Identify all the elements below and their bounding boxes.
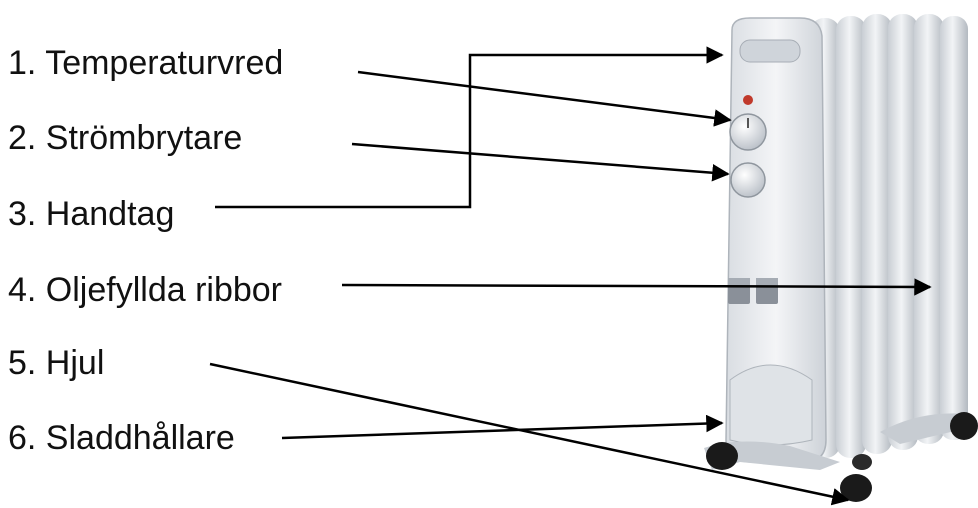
indicator-light — [743, 95, 753, 105]
base-foot — [704, 441, 840, 470]
power-switch-knob — [730, 162, 766, 198]
leader-line-sladdhallare — [281, 414, 724, 440]
leader-line-handtag — [215, 46, 724, 209]
leader-line-strombrytare — [351, 142, 730, 182]
label-oljefyllda-ribbor: 4. Oljefyllda ribbor — [8, 271, 283, 309]
wheel — [852, 454, 872, 470]
leader-line-temperaturvred — [357, 70, 732, 127]
label-sladdhallare: 6. Sladdhållare — [8, 419, 235, 457]
rib — [862, 14, 892, 454]
leader-line-hjul — [209, 362, 850, 506]
vents — [728, 278, 778, 304]
wheel — [950, 412, 978, 440]
label-strombrytare: 2. Strömbrytare — [8, 119, 243, 157]
label-temperaturvred: 1. Temperaturvred — [8, 44, 284, 82]
rib — [836, 16, 866, 458]
rib — [940, 16, 968, 440]
rib — [888, 14, 918, 450]
label-hjul: 5. Hjul — [8, 344, 105, 382]
wheels — [706, 412, 978, 502]
leader-line-oljefyllda-ribbor — [341, 278, 932, 296]
wheel — [706, 442, 738, 470]
handle-slot — [739, 39, 801, 63]
temperature-knob — [729, 113, 767, 151]
rib — [914, 14, 944, 444]
label-handtag: 3. Handtag — [8, 195, 175, 233]
